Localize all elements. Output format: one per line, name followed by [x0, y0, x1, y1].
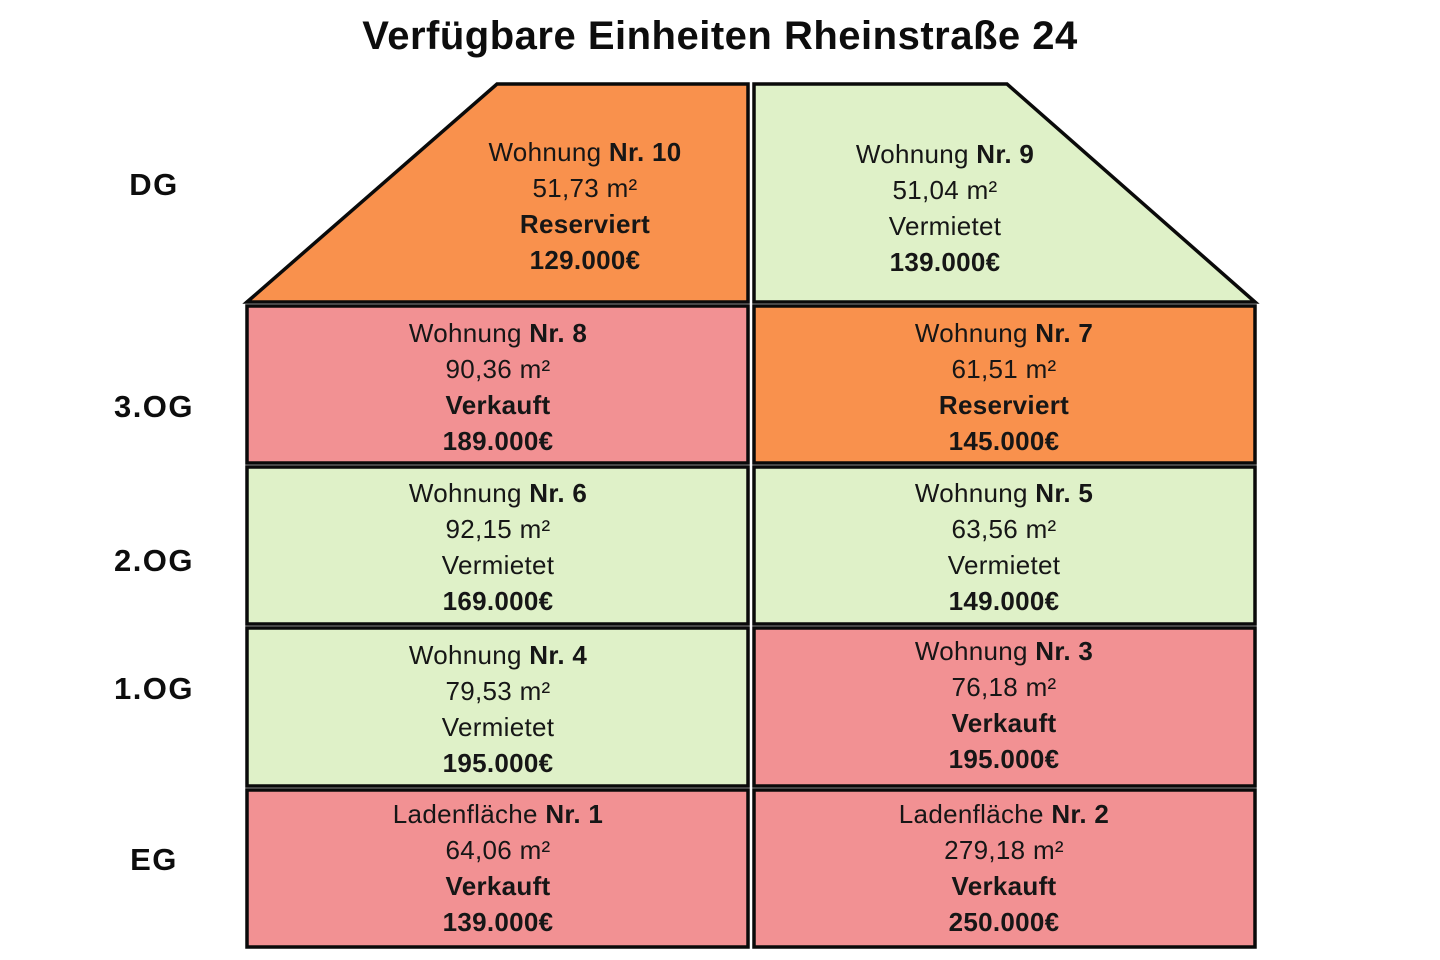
unit-status: Reserviert: [938, 390, 1070, 420]
unit-shape-nr7: [752, 304, 1257, 465]
unit-card-nr2: Ladenfläche Nr. 2 279,18 m² Verkauft 250…: [824, 796, 1184, 940]
unit-price: 195.000€: [442, 748, 554, 778]
unit-card-nr9: Wohnung Nr. 9 51,04 m² Vermietet 139.000…: [765, 136, 1125, 280]
unit-status: Reserviert: [519, 209, 651, 239]
unit-status: Verkauft: [445, 390, 551, 420]
unit-card-nr7: Wohnung Nr. 7 61,51 m² Reserviert 145.00…: [824, 315, 1184, 459]
floor-label-3og: 3.OG: [113, 389, 195, 424]
unit-title: Wohnung Nr. 9: [855, 139, 1035, 169]
floor-label-1og: 1.OG: [113, 671, 195, 706]
unit-card-nr10: Wohnung Nr. 10 51,73 m² Reserviert 129.0…: [405, 134, 765, 278]
unit-price: 250.000€: [948, 907, 1060, 937]
page-title: Verfügbare Einheiten Rheinstraße 24: [362, 14, 1078, 58]
floor-label-eg: EG: [130, 842, 178, 877]
unit-status: Vermietet: [441, 712, 555, 742]
unit-status: Verkauft: [445, 871, 551, 901]
unit-shape-nr9: [752, 82, 1260, 304]
unit-area: 51,73 m²: [532, 173, 638, 203]
unit-title: Ladenfläche Nr. 2: [898, 799, 1110, 829]
unit-shape-nr6: [245, 465, 750, 626]
unit-status: Verkauft: [951, 871, 1057, 901]
unit-card-nr5: Wohnung Nr. 5 63,56 m² Vermietet 149.000…: [824, 475, 1184, 619]
unit-shape-nr4: [245, 626, 750, 788]
unit-card-nr3: Wohnung Nr. 3 76,18 m² Verkauft 195.000€: [824, 633, 1184, 777]
unit-status: Verkauft: [951, 708, 1057, 738]
unit-area: 63,56 m²: [951, 514, 1057, 544]
unit-card-nr1: Ladenfläche Nr. 1 64,06 m² Verkauft 139.…: [318, 796, 678, 940]
unit-card-nr8: Wohnung Nr. 8 90,36 m² Verkauft 189.000€: [318, 315, 678, 459]
unit-area: 92,15 m²: [445, 514, 551, 544]
unit-price: 189.000€: [442, 426, 554, 456]
unit-status: Vermietet: [441, 550, 555, 580]
unit-status: Vermietet: [947, 550, 1061, 580]
unit-status: Vermietet: [888, 211, 1002, 241]
unit-title: Wohnung Nr. 3: [914, 636, 1094, 666]
unit-title: Wohnung Nr. 10: [488, 137, 682, 167]
unit-price: 139.000€: [442, 907, 554, 937]
unit-area: 79,53 m²: [445, 676, 551, 706]
unit-shape-nr8: [245, 304, 750, 465]
unit-shape-nr10: [242, 82, 750, 304]
unit-area: 61,51 m²: [951, 354, 1057, 384]
floor-label-dg: DG: [129, 167, 179, 202]
unit-price: 169.000€: [442, 586, 554, 616]
unit-card-nr4: Wohnung Nr. 4 79,53 m² Vermietet 195.000…: [318, 637, 678, 781]
floor-label-2og: 2.OG: [113, 543, 195, 578]
unit-area: 279,18 m²: [944, 835, 1064, 865]
unit-price: 145.000€: [948, 426, 1060, 456]
unit-title: Wohnung Nr. 7: [914, 318, 1094, 348]
unit-area: 64,06 m²: [445, 835, 551, 865]
unit-shape-nr1: [245, 788, 750, 949]
unit-area: 51,04 m²: [892, 175, 998, 205]
unit-shape-nr3: [752, 626, 1257, 788]
unit-shape-nr5: [752, 465, 1257, 626]
unit-price: 139.000€: [889, 247, 1001, 277]
unit-price: 195.000€: [948, 744, 1060, 774]
unit-price: 149.000€: [948, 586, 1060, 616]
unit-area: 90,36 m²: [445, 354, 551, 384]
unit-card-nr6: Wohnung Nr. 6 92,15 m² Vermietet 169.000…: [318, 475, 678, 619]
unit-title: Wohnung Nr. 4: [408, 640, 588, 670]
unit-title: Wohnung Nr. 5: [914, 478, 1094, 508]
unit-shape-nr2: [752, 788, 1257, 949]
unit-area: 76,18 m²: [951, 672, 1057, 702]
unit-title: Ladenfläche Nr. 1: [392, 799, 604, 829]
unit-title: Wohnung Nr. 8: [408, 318, 588, 348]
unit-title: Wohnung Nr. 6: [408, 478, 588, 508]
unit-price: 129.000€: [529, 245, 641, 275]
